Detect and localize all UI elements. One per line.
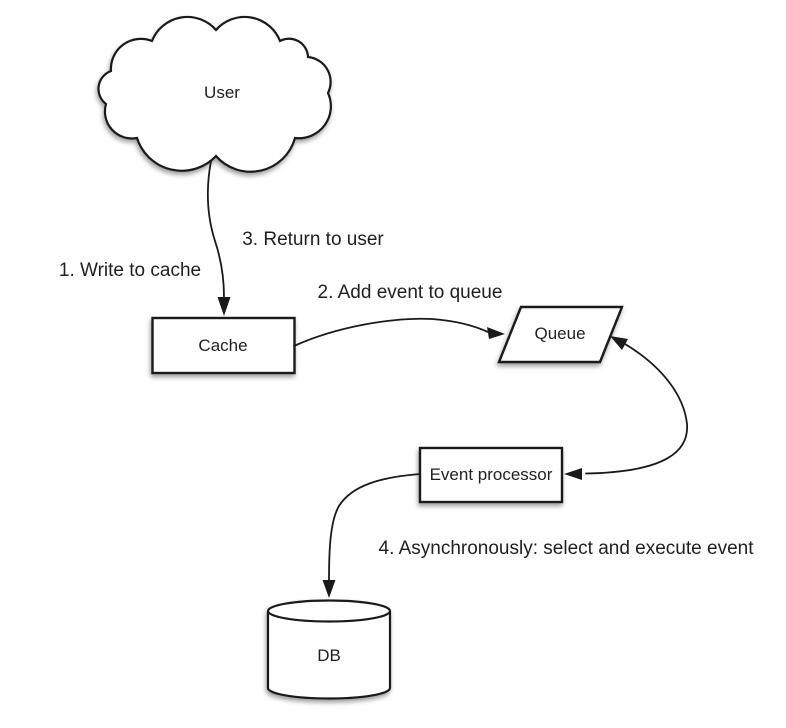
step-label-add-event-to-queue: 2. Add event to queue xyxy=(317,282,503,303)
arrowhead-into-cache xyxy=(217,297,231,316)
arrowhead-into-event-processor xyxy=(564,468,582,480)
step-label-return-to-user: 3. Return to user xyxy=(242,229,384,250)
node-label-cache: Cache xyxy=(198,336,248,355)
arrow-user-to-cache xyxy=(207,160,225,298)
step-label-write-to-cache: 1. Write to cache xyxy=(58,260,202,281)
edges-layer xyxy=(207,160,688,598)
db-cylinder-top xyxy=(266,599,392,623)
node-label-queue: Queue xyxy=(534,324,586,343)
queue-node xyxy=(497,305,624,364)
arrowhead-into-queue-right xyxy=(610,336,628,350)
arrowhead-into-db xyxy=(322,580,336,598)
arrow-cache-to-queue xyxy=(293,317,489,347)
user-cloud xyxy=(97,15,332,173)
arrow-queue-event-processor xyxy=(585,343,688,475)
event-processor-box xyxy=(418,446,564,504)
node-label-db: DB xyxy=(317,646,341,665)
db-node xyxy=(266,599,392,700)
user-cloud-shape xyxy=(97,15,332,173)
step-label-async-select-execute: 4. Asynchronously: select and execute ev… xyxy=(378,538,754,559)
queue-parallelogram xyxy=(497,305,624,364)
event-processor-node xyxy=(418,446,564,504)
node-label-event-processor: Event processor xyxy=(429,465,553,484)
node-label-user: User xyxy=(204,83,240,102)
arrow-event-processor-to-db xyxy=(328,473,421,581)
arrowhead-into-queue-left xyxy=(487,327,505,339)
db-cylinder-body xyxy=(266,611,392,700)
